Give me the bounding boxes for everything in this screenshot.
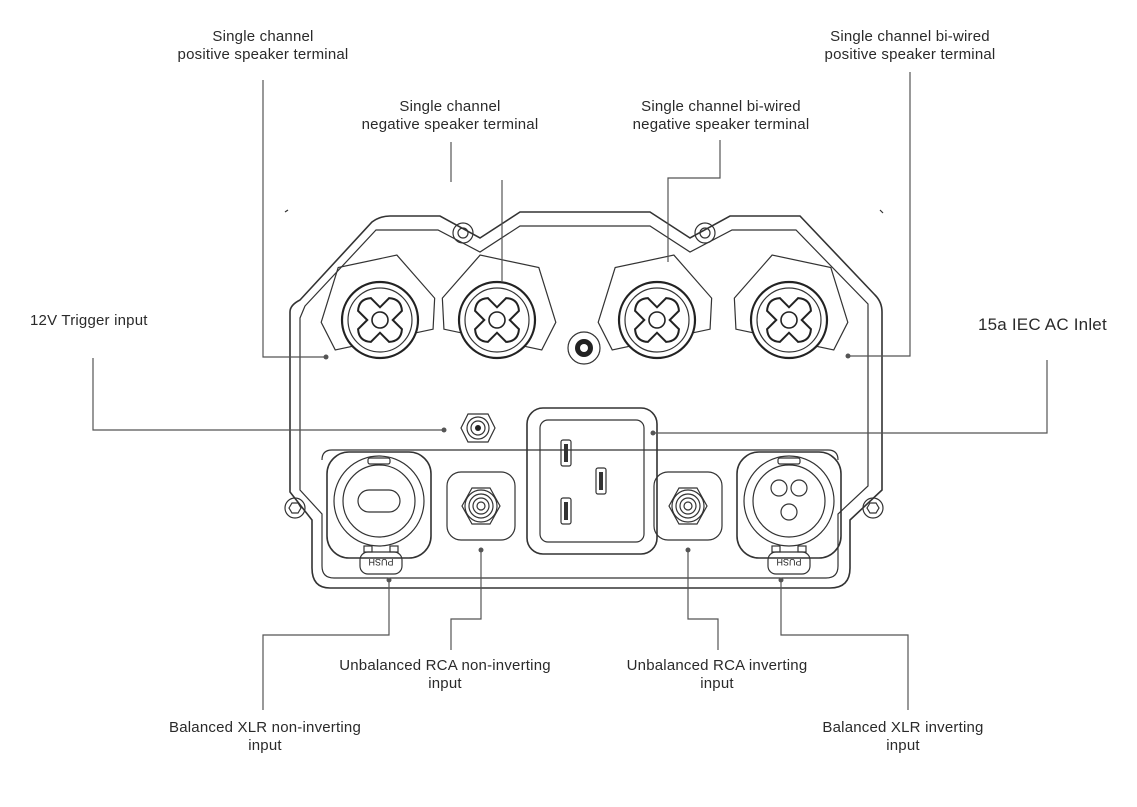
- iec-inlet-icon: [526, 407, 658, 555]
- panel-lower-frame: [321, 449, 839, 461]
- label-rca-non-inverting: Unbalanced RCA non-inverting input: [339, 657, 551, 693]
- panel-inner-outline: [299, 225, 869, 579]
- label-line: negative speaker terminal: [632, 116, 810, 133]
- label-line: Balanced XLR non-inverting: [169, 719, 361, 736]
- rca-connector-icon: [653, 471, 723, 541]
- label-12v-trigger: 12V Trigger input: [30, 312, 148, 329]
- label-xlr-non-inverting: Balanced XLR non-inverting input: [169, 719, 361, 755]
- screw-icon: [567, 331, 601, 365]
- speaker-terminal-icon: [733, 254, 849, 360]
- label-line: Balanced XLR inverting: [822, 719, 984, 736]
- label-iec-inlet: 15a IEC AC Inlet: [978, 315, 1107, 334]
- xlr-connector-icon: [326, 451, 432, 575]
- speaker-terminal-icon: [597, 254, 713, 360]
- label-line: positive speaker terminal: [824, 46, 996, 63]
- xlr-connector-icon: [736, 451, 842, 575]
- push-label-right: PUSH: [776, 557, 801, 567]
- label-line: Unbalanced RCA non-inverting: [339, 657, 551, 674]
- leader-lines: [92, 72, 1048, 710]
- label-negative-terminal: Single channel negative speaker terminal: [362, 98, 539, 134]
- speaker-terminal-icon: [320, 254, 436, 360]
- label-line: Unbalanced RCA inverting: [626, 657, 808, 674]
- label-line: Single channel bi-wired: [641, 98, 801, 115]
- label-line: Single channel: [399, 98, 501, 115]
- push-label-left: PUSH: [368, 557, 393, 567]
- speaker-terminal-icon: [441, 254, 557, 360]
- screw-icon: [694, 222, 716, 244]
- label-biwire-negative-terminal: Single channel bi-wired negative speaker…: [633, 98, 810, 134]
- label-line: input: [700, 675, 734, 692]
- label-line: Single channel: [212, 28, 314, 45]
- label-line: input: [886, 737, 920, 754]
- label-positive-terminal: Single channel positive speaker terminal: [178, 28, 349, 64]
- screw-icon: [862, 497, 884, 519]
- label-xlr-inverting: Balanced XLR inverting input: [822, 719, 983, 755]
- rca-connector-icon: [446, 471, 516, 541]
- panel-outer-outline: [289, 211, 883, 589]
- screw-icon: [284, 497, 306, 519]
- label-line: positive speaker terminal: [177, 46, 349, 63]
- label-line: input: [428, 675, 462, 692]
- trigger-jack-icon: [460, 413, 496, 443]
- label-rca-inverting: Unbalanced RCA inverting input: [627, 657, 808, 693]
- label-line: Single channel bi-wired: [830, 28, 990, 45]
- screw-icon: [452, 222, 474, 244]
- label-biwire-positive-terminal: Single channel bi-wired positive speaker…: [825, 28, 996, 64]
- label-line: input: [248, 737, 282, 754]
- label-line: negative speaker terminal: [361, 116, 539, 133]
